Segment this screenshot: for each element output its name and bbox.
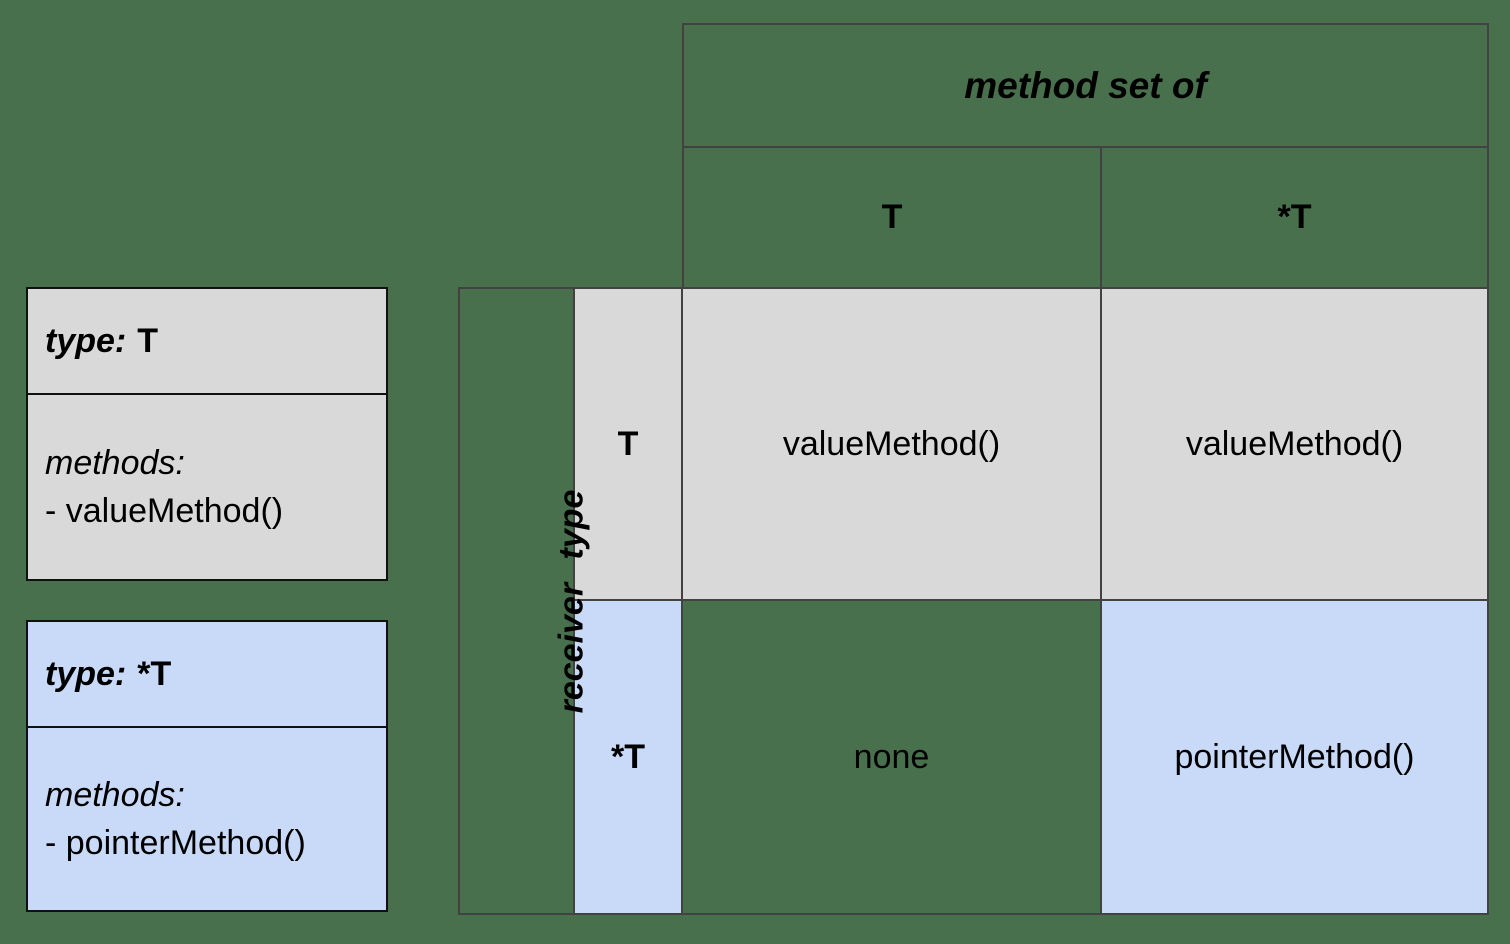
methods-label: methods: (45, 775, 185, 814)
matrix-column-axis: method set of T *T (682, 23, 1489, 287)
type-keyword: type: (45, 654, 127, 693)
column-header-pointer-t: *T (1277, 198, 1312, 236)
method-set-matrix: receiver type T *T valueMethod() valueMe… (458, 287, 1489, 915)
type-keyword: type: (45, 321, 127, 360)
matrix-cell-pointer-t-pointer-t: pointerMethod() (1102, 601, 1487, 913)
column-axis-title: method set of (684, 25, 1487, 148)
row-axis-label-cell: receiver type (460, 289, 590, 913)
row-axis-title: receiver type (552, 489, 591, 713)
method-item: - pointerMethod() (45, 824, 306, 862)
type-name: *T (137, 654, 172, 693)
type-box-pointer-type: type: *T methods: - pointerMethod() (26, 620, 388, 912)
type-box-value-type: type: T methods: - valueMethod() (26, 287, 388, 581)
methods-label: methods: (45, 443, 185, 482)
matrix-cell-t-pointer-t: valueMethod() (1102, 289, 1487, 601)
type-box-methods: methods: - pointerMethod() (28, 728, 386, 910)
matrix-cell-pointer-t-t: none (683, 601, 1102, 913)
method-item: - valueMethod() (45, 492, 284, 530)
type-box-title: type: T (28, 289, 386, 395)
column-header-t: T (684, 148, 1102, 287)
type-name: T (137, 321, 159, 360)
type-box-title: type: *T (28, 622, 386, 728)
row-header-t: T (575, 289, 683, 601)
matrix-cell-t-t: valueMethod() (683, 289, 1102, 601)
row-header-pointer-t: *T (575, 601, 683, 913)
type-box-methods: methods: - valueMethod() (28, 395, 386, 579)
